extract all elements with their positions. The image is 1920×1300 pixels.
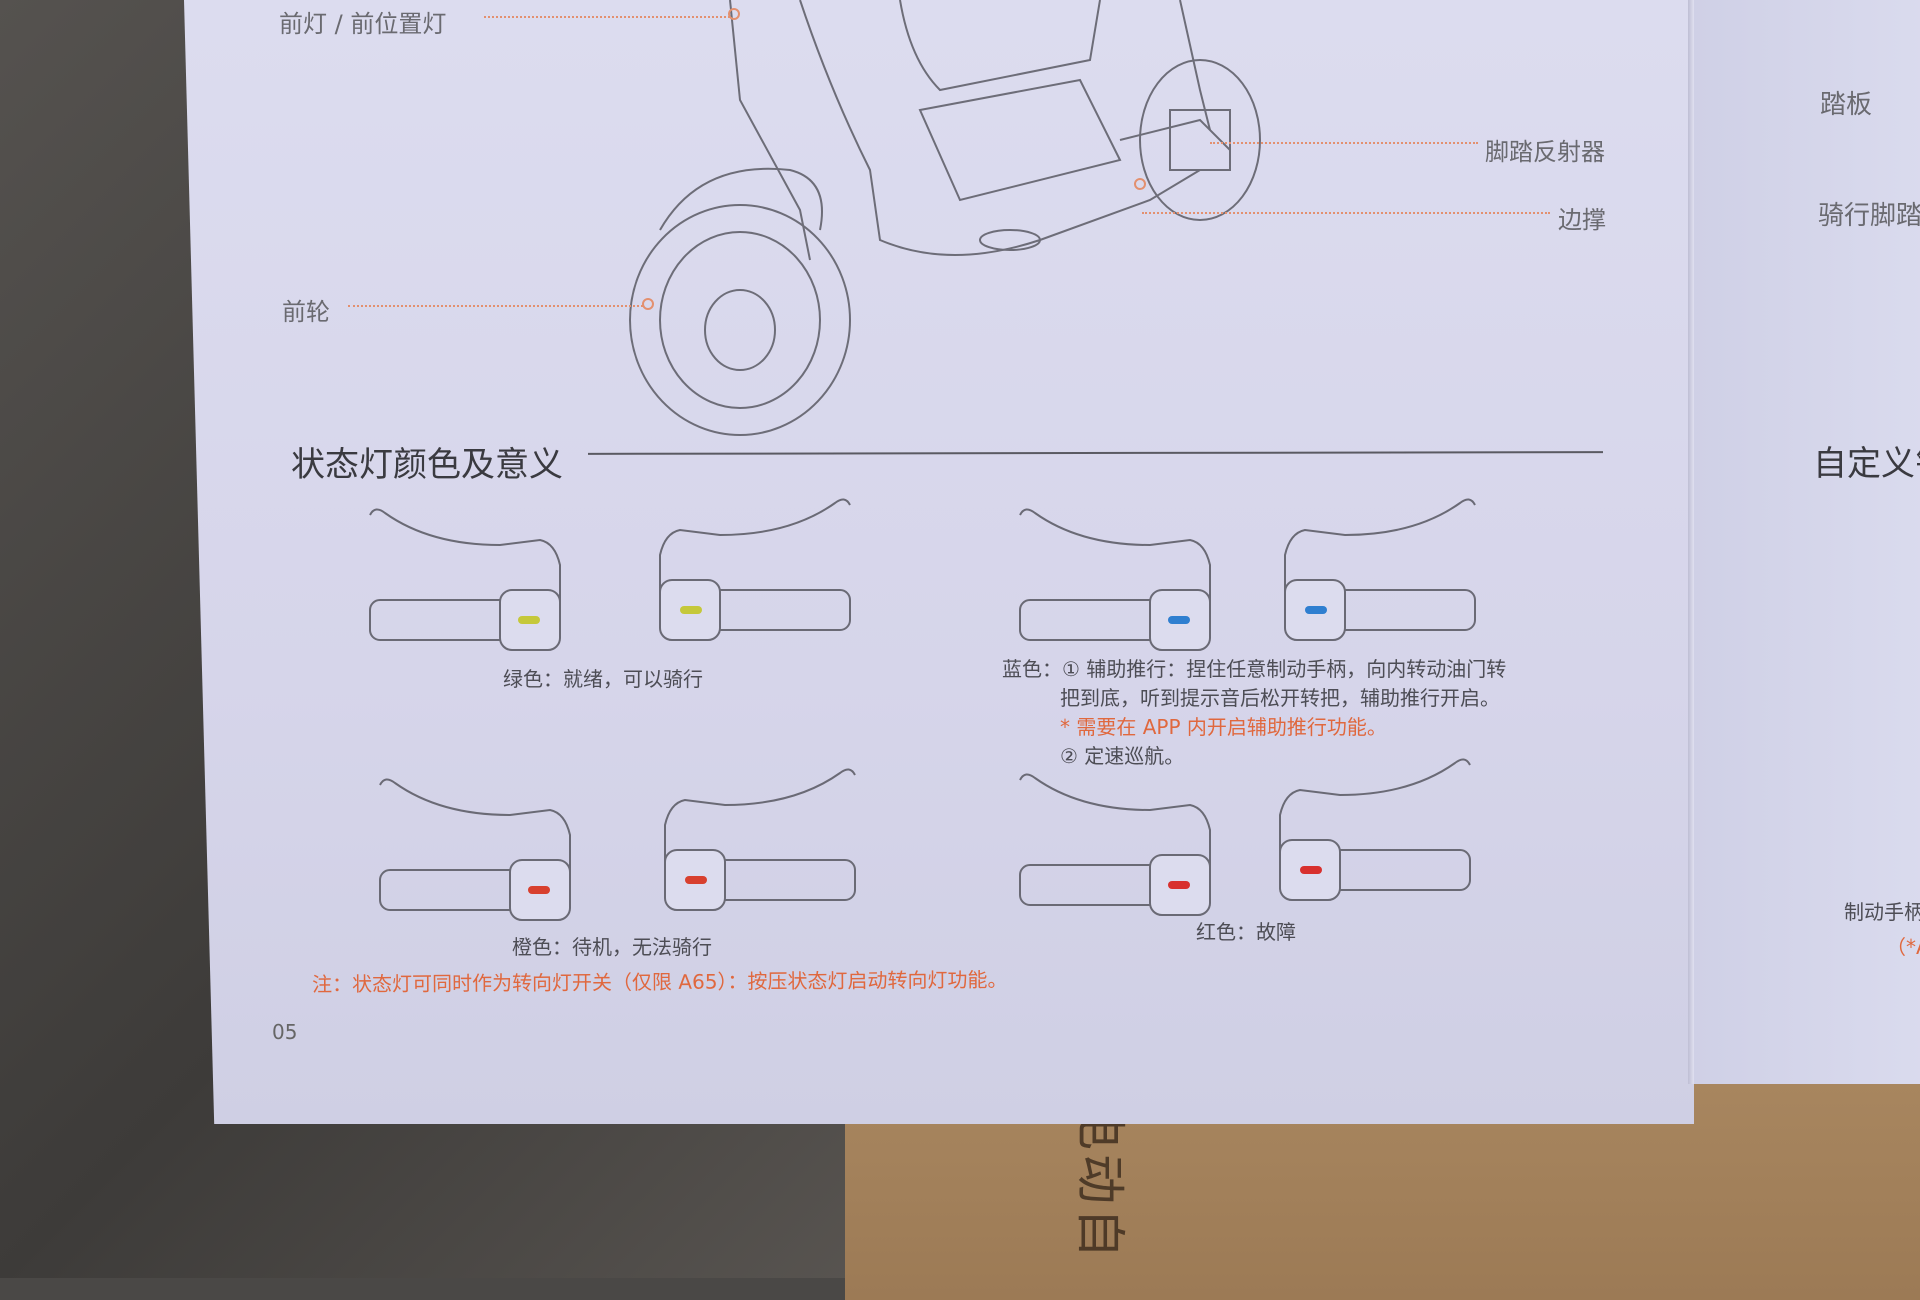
lever-green-left: [369, 508, 561, 651]
blue-line1: ① 辅助推行：捏住任意制动手柄，向内转动油门转: [1062, 657, 1507, 681]
blue-prefix: 蓝色：: [1002, 657, 1062, 681]
lever-red-right: [1279, 758, 1471, 901]
manual-page-right: [1690, 0, 1920, 1084]
lever-blue-left: [1019, 508, 1211, 651]
lever-illustrations: [369, 498, 1476, 921]
label-pedal-reflector: 脚踏反射器: [1485, 138, 1605, 166]
status-light-icon: [1168, 616, 1190, 624]
manual-page-left: [184, 0, 1694, 1124]
leader-line: [348, 305, 643, 307]
leader-dot: [642, 298, 654, 310]
cardboard-print: 电动自: [1071, 1100, 1129, 1262]
label-front-wheel: 前轮: [282, 298, 330, 326]
leader-line: [1210, 142, 1478, 144]
leader-dot: [728, 8, 740, 20]
right-note-partial: （*A: [1886, 935, 1920, 959]
label-pedal: 踏板: [1820, 90, 1873, 120]
page-fold: [1688, 0, 1694, 1084]
blue-line2: 把到底，听到提示音后松开转把，辅助推行开启。: [1060, 686, 1500, 710]
caption-red: 红色：故障: [1196, 920, 1296, 944]
status-light-icon: [1300, 866, 1322, 874]
label-riding-pedal: 骑行脚踏: [1818, 201, 1920, 231]
blue-line3: ② 定速巡航。: [1060, 744, 1185, 768]
note-text: 注：状态灯可同时作为转向灯开关（仅限 A65）：按压状态灯启动转向灯功能。: [311, 967, 1008, 997]
lever-blue-right: [1284, 498, 1476, 641]
caption-orange: 橙色：待机，无法骑行: [512, 935, 712, 959]
blue-note: * 需要在 APP 内开启辅助推行功能。: [1060, 715, 1387, 739]
label-kickstand: 边撑: [1558, 206, 1606, 234]
status-light-icon: [518, 616, 540, 624]
lever-green-right: [659, 498, 851, 641]
lever-orange-left: [379, 778, 571, 921]
leader-dot: [1134, 178, 1146, 190]
section-title: 状态灯颜色及意义: [291, 445, 563, 485]
caption-green: 绿色：就绪，可以骑行: [503, 667, 703, 691]
scooter-illustration: [629, 0, 1261, 436]
leader-line: [1142, 212, 1550, 214]
lever-red-left: [1019, 773, 1211, 916]
caption-blue: 蓝色：① 辅助推行：捏住任意制动手柄，向内转动油门转 把到底，听到提示音后松开转…: [1002, 655, 1506, 771]
label-headlight: 前灯 / 前位置灯: [279, 10, 447, 38]
status-light-icon: [685, 876, 707, 884]
lever-orange-right: [664, 768, 856, 911]
status-light-icon: [528, 886, 550, 894]
right-section-title: 自定义钅: [1813, 444, 1920, 484]
status-light-icon: [1305, 606, 1327, 614]
leader-line: [484, 16, 730, 18]
status-light-icon: [680, 606, 702, 614]
status-light-icon: [1168, 881, 1190, 889]
label-brake-handle: 制动手柄: [1844, 900, 1920, 924]
page-number: 05: [272, 1020, 298, 1044]
